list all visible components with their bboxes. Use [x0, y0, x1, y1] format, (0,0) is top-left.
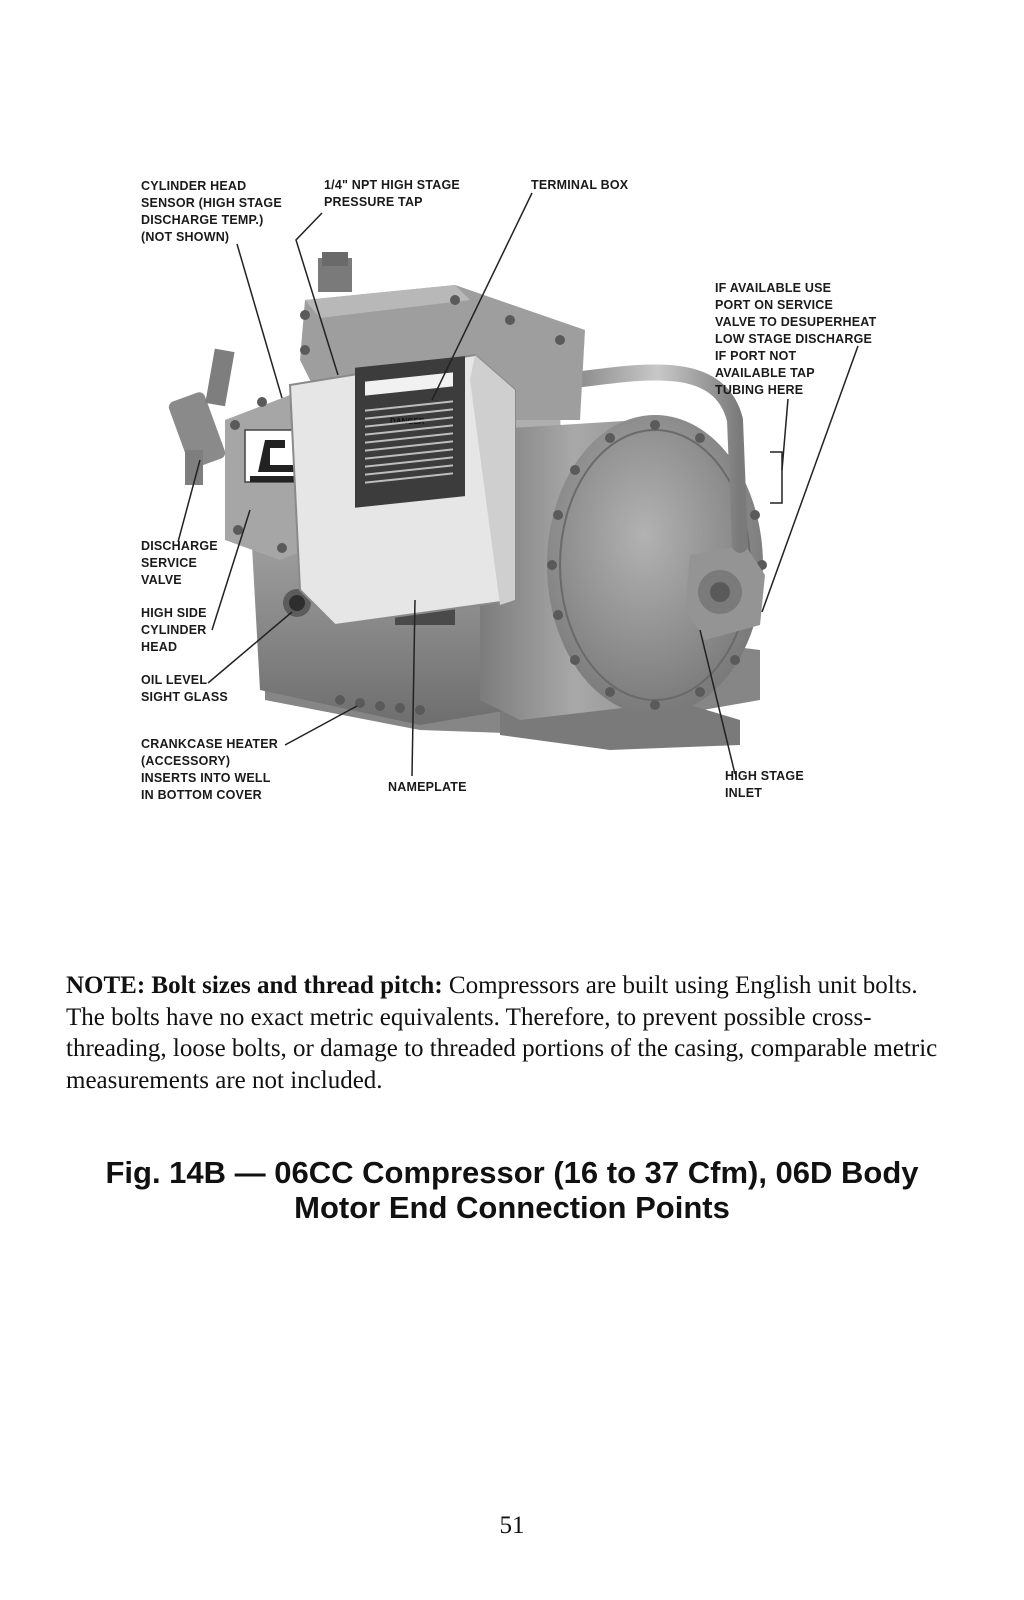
- figure-caption-line-2: Motor End Connection Points: [294, 1190, 730, 1225]
- figure-caption: Fig. 14B — 06CC Compressor (16 to 37 Cfm…: [80, 1155, 944, 1225]
- bolt-note-body: Compressors are built using English unit…: [66, 972, 938, 1094]
- bolt-note-paragraph: NOTE: Bolt sizes and thread pitch: Compr…: [66, 970, 946, 1096]
- callout-oil-level-sight-glass: OIL LEVEL SIGHT GLASS: [141, 673, 228, 704]
- callout-desuperheat-port: IF AVAILABLE USE PORT ON SERVICE VALVE T…: [715, 281, 877, 397]
- callout-high-stage-inlet: HIGH STAGE INLET: [725, 769, 804, 800]
- bolt-note-lead: NOTE: Bolt sizes and thread pitch:: [66, 972, 443, 999]
- motor-housing: [480, 415, 767, 720]
- compressor-illustration: DANGER: [168, 192, 859, 777]
- callout-high-side-cylinder-head: HIGH SIDE CYLINDER HEAD: [141, 606, 207, 654]
- callout-cylinder-head-sensor: CYLINDER HEAD SENSOR (HIGH STAGE DISCHAR…: [141, 179, 282, 244]
- callout-terminal-box: TERMINAL BOX: [531, 178, 629, 192]
- callout-discharge-service-valve: DISCHARGE SERVICE VALVE: [141, 539, 218, 587]
- callout-nameplate: NAMEPLATE: [388, 780, 467, 794]
- high-stage-inlet-valve: [685, 545, 765, 640]
- callout-crankcase-heater: CRANKCASE HEATER (ACCESSORY) INSERTS INT…: [141, 737, 279, 802]
- page-number: 51: [499, 1512, 525, 1539]
- desuperheat-tubing: [567, 364, 748, 553]
- leader-lines: [177, 192, 859, 777]
- discharge-service-valve: [168, 348, 235, 485]
- callout-npt-pressure-tap: 1/4" NPT HIGH STAGE PRESSURE TAP: [324, 178, 460, 209]
- compressor-figure: DANGER: [141, 178, 877, 802]
- terminal-box: DANGER: [288, 353, 516, 627]
- figure-caption-line-1: Fig. 14B — 06CC Compressor (16 to 37 Cfm…: [105, 1155, 919, 1190]
